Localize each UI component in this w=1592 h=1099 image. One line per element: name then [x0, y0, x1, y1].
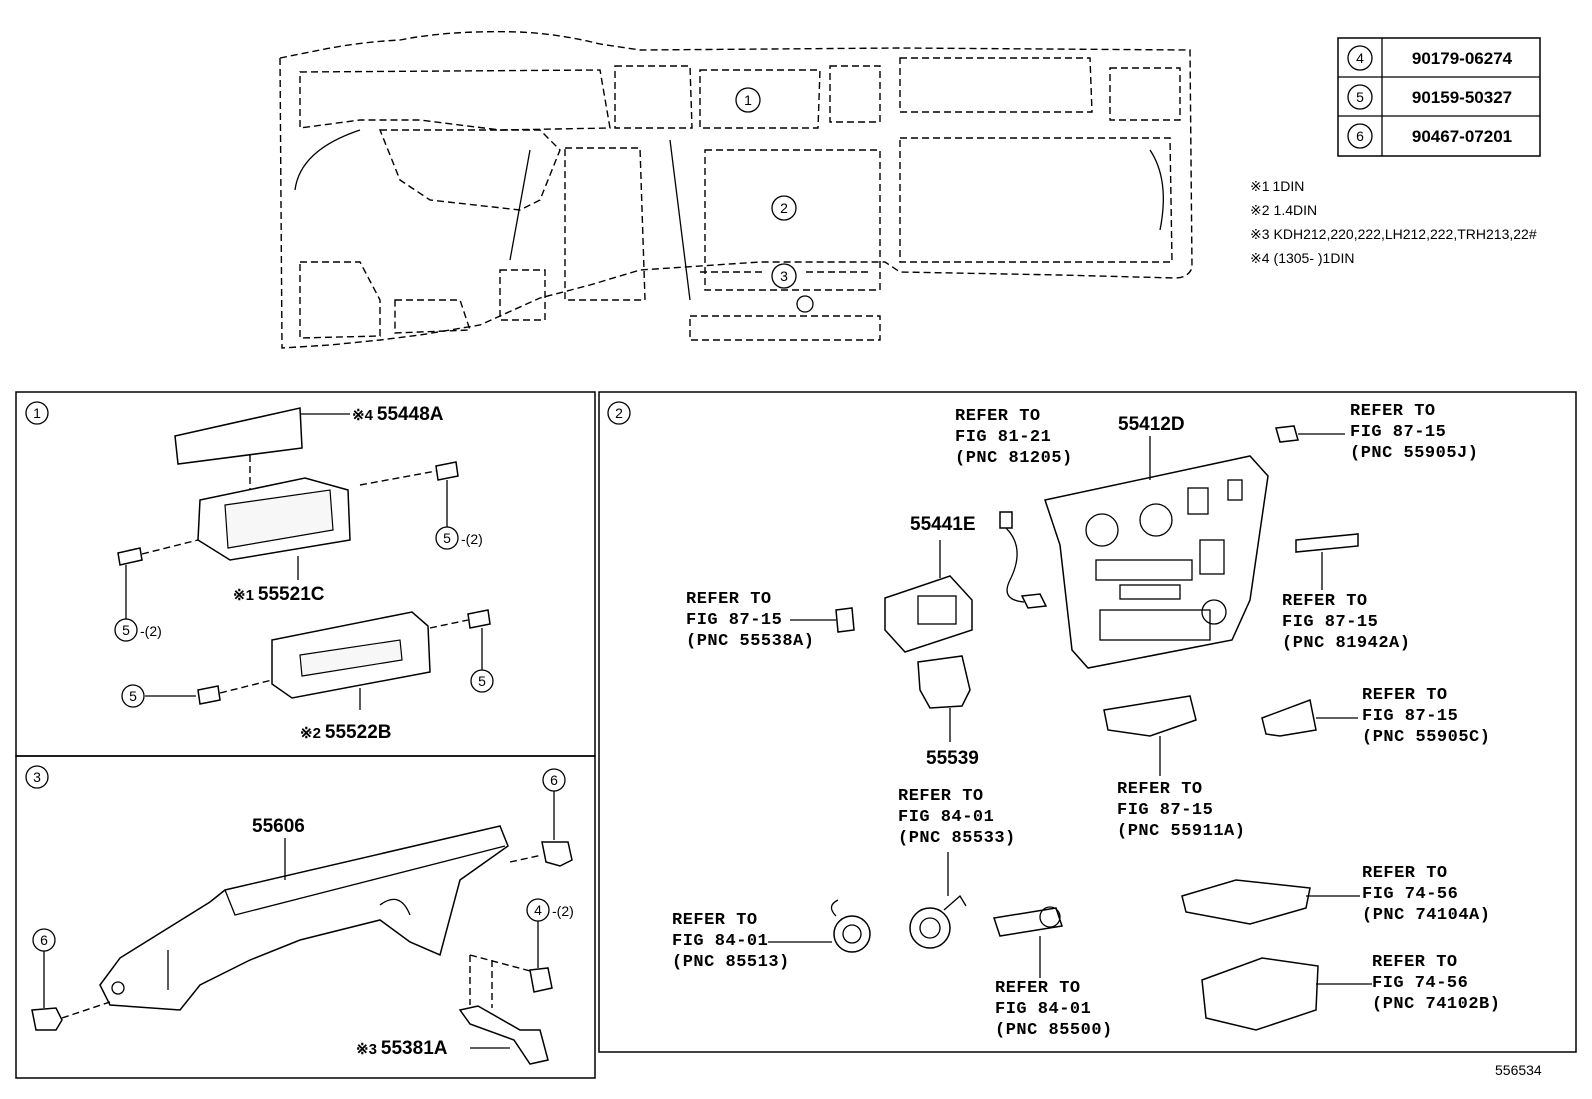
svg-text:90159-50327: 90159-50327: [1412, 88, 1512, 107]
under-cover-55606: [99, 825, 509, 1011]
parts-table: 4 90179-06274 5 90159-50327 6 90467-0720…: [1337, 37, 1541, 157]
nut-4: 4 -(2): [526, 898, 574, 993]
bolt-5: 5 -(2): [359, 461, 483, 550]
cover-plate-55448a: [174, 407, 303, 465]
label-55412d: 55412D: [1118, 414, 1185, 435]
parts-table-row: 6 90467-07201: [1347, 123, 1512, 149]
svg-text:4: 4: [534, 902, 542, 918]
panel-3-frame: [15, 755, 596, 1079]
svg-text:5: 5: [122, 622, 130, 638]
svg-text:5: 5: [1356, 89, 1364, 105]
svg-text:2: 2: [780, 200, 788, 216]
svg-text:2: 2: [615, 405, 623, 421]
svg-text:90179-06274: 90179-06274: [1412, 49, 1513, 68]
label-55539: 55539: [926, 748, 979, 769]
parts-table-row: 5 90159-50327: [1347, 84, 1512, 110]
svg-text:6: 6: [1356, 128, 1364, 144]
svg-text:3: 3: [780, 268, 788, 284]
center-cluster-55412d: [1044, 455, 1269, 669]
figure-id: 556534: [1495, 1062, 1542, 1078]
overview-callout-2: 2: [771, 195, 797, 221]
svg-text:-(2): -(2): [140, 623, 162, 639]
bracket-55381a: [458, 1005, 549, 1065]
bolt-5: 5 -(2): [114, 539, 199, 642]
dashboard-overview: 1 2 3: [279, 30, 1193, 349]
panel-2-frame: [598, 391, 1577, 1053]
svg-text:5: 5: [129, 688, 137, 704]
svg-text:4: 4: [1356, 50, 1364, 66]
bolt-5: 5: [121, 679, 273, 708]
svg-text:90467-07201: 90467-07201: [1412, 127, 1512, 146]
label-55441e: 55441E: [910, 514, 976, 535]
clip-6: 6: [509, 768, 573, 867]
panel-2-number: 2: [607, 401, 631, 425]
overview-callout-3: 3: [700, 263, 870, 289]
svg-text:6: 6: [550, 772, 558, 788]
panel-1-frame: [15, 391, 596, 757]
parts-table-row: 4 90179-06274: [1347, 45, 1513, 71]
svg-text:1: 1: [744, 92, 752, 108]
svg-text:3: 3: [33, 769, 41, 785]
switch-housing-55539: [917, 655, 971, 709]
note-4: ※4(1305- )1DIN: [1250, 250, 1354, 266]
overview-callout-1: 1: [735, 87, 761, 113]
svg-text:5: 5: [443, 530, 451, 546]
svg-text:-(2): -(2): [461, 531, 483, 547]
bolt-5: 5: [429, 609, 494, 693]
svg-text:1: 1: [33, 405, 41, 421]
label-55606: 55606: [252, 816, 305, 837]
panel-3-number: 3: [25, 765, 49, 789]
svg-text:5: 5: [478, 673, 486, 689]
svg-text:6: 6: [40, 932, 48, 948]
panel-1-number: 1: [25, 401, 49, 425]
radio-bracket-55441e: [884, 575, 973, 653]
clip-6: 6: [31, 928, 111, 1031]
svg-text:-(2): -(2): [552, 903, 574, 919]
